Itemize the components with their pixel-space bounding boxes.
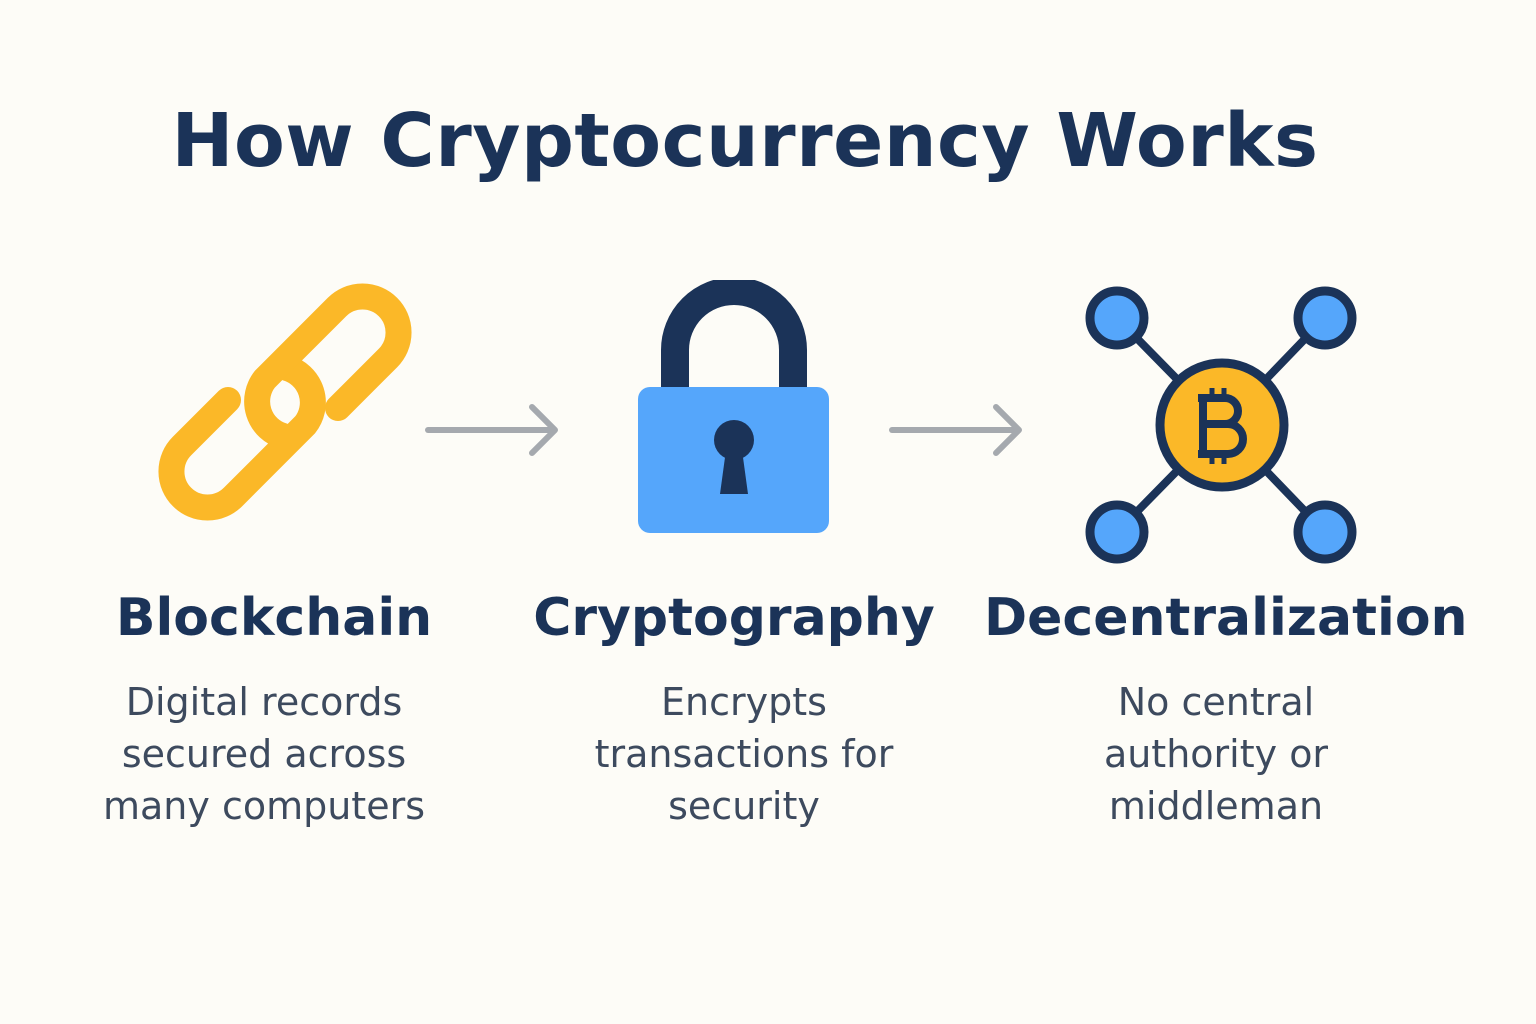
description-line: authority or: [1103, 732, 1329, 776]
arrow-right-icon: [425, 404, 558, 456]
step-description-decentralization: No central authority or middleman: [1006, 676, 1426, 832]
page-title: How Cryptocurrency Works: [171, 98, 1319, 184]
step-description-blockchain: Digital records secured across many comp…: [54, 676, 474, 832]
description-line: middleman: [1108, 784, 1324, 828]
description-line: secured across: [121, 732, 407, 776]
step-heading-decentralization: Decentralization: [984, 588, 1468, 648]
description-line: many computers: [102, 784, 426, 828]
description-line: Encrypts: [661, 680, 827, 724]
description-line: No central: [1117, 680, 1315, 724]
chain-link-icon: [158, 283, 412, 521]
step-description-cryptography: Encrypts transactions for security: [534, 676, 954, 832]
bitcoin-network-icon: [1085, 286, 1357, 564]
step-heading-cryptography: Cryptography: [533, 588, 935, 648]
arrow-right-icon: [889, 404, 1022, 456]
description-line: Digital records: [125, 680, 403, 724]
description-line: security: [668, 784, 820, 828]
step-heading-blockchain: Blockchain: [115, 588, 433, 648]
description-line: transactions for: [594, 732, 894, 776]
padlock-icon: [638, 280, 829, 533]
